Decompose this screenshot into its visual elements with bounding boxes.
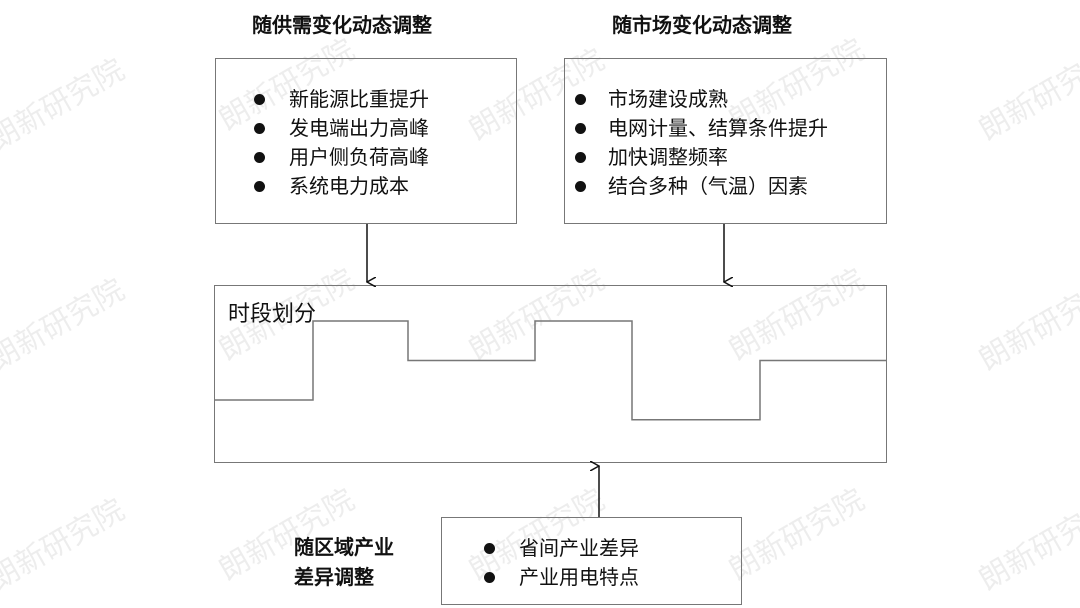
bullet-icon <box>254 123 265 134</box>
regional-title-line2: 差异调整 <box>294 565 374 589</box>
time-segment-step-line <box>215 320 886 421</box>
list-item: 新能源比重提升 <box>254 85 516 114</box>
bullet-icon <box>254 181 265 192</box>
bullet-icon <box>575 181 586 192</box>
list-item: 省间产业差异 <box>484 534 741 563</box>
bullet-icon <box>484 543 495 554</box>
list-item: 结合多种（气温）因素 <box>575 172 886 201</box>
market-title: 随市场变化动态调整 <box>612 13 792 37</box>
bullet-icon <box>484 572 495 583</box>
regional-box: 省间产业差异 产业用电特点 <box>441 517 742 605</box>
list-item: 用户侧负荷高峰 <box>254 143 516 172</box>
bullet-icon <box>575 94 586 105</box>
bullet-icon <box>575 123 586 134</box>
time-segment-label: 时段划分 <box>228 302 317 327</box>
bullet-icon <box>575 152 586 163</box>
supply-demand-title: 随供需变化动态调整 <box>252 13 432 37</box>
bullet-icon <box>254 152 265 163</box>
list-item: 系统电力成本 <box>254 172 516 201</box>
market-box: 市场建设成熟 电网计量、结算条件提升 加快调整频率 结合多种（气温）因素 <box>564 58 887 224</box>
regional-title-line1: 随区域产业 <box>294 535 394 559</box>
list-item: 市场建设成熟 <box>575 85 886 114</box>
list-item: 电网计量、结算条件提升 <box>575 114 886 143</box>
list-item: 产业用电特点 <box>484 563 741 592</box>
list-item: 加快调整频率 <box>575 143 886 172</box>
list-item: 发电端出力高峰 <box>254 114 516 143</box>
bullet-icon <box>254 94 265 105</box>
regional-title: 随区域产业 差异调整 <box>294 532 394 592</box>
time-segment-box <box>214 285 887 463</box>
supply-demand-box: 新能源比重提升 发电端出力高峰 用户侧负荷高峰 系统电力成本 <box>215 58 517 224</box>
